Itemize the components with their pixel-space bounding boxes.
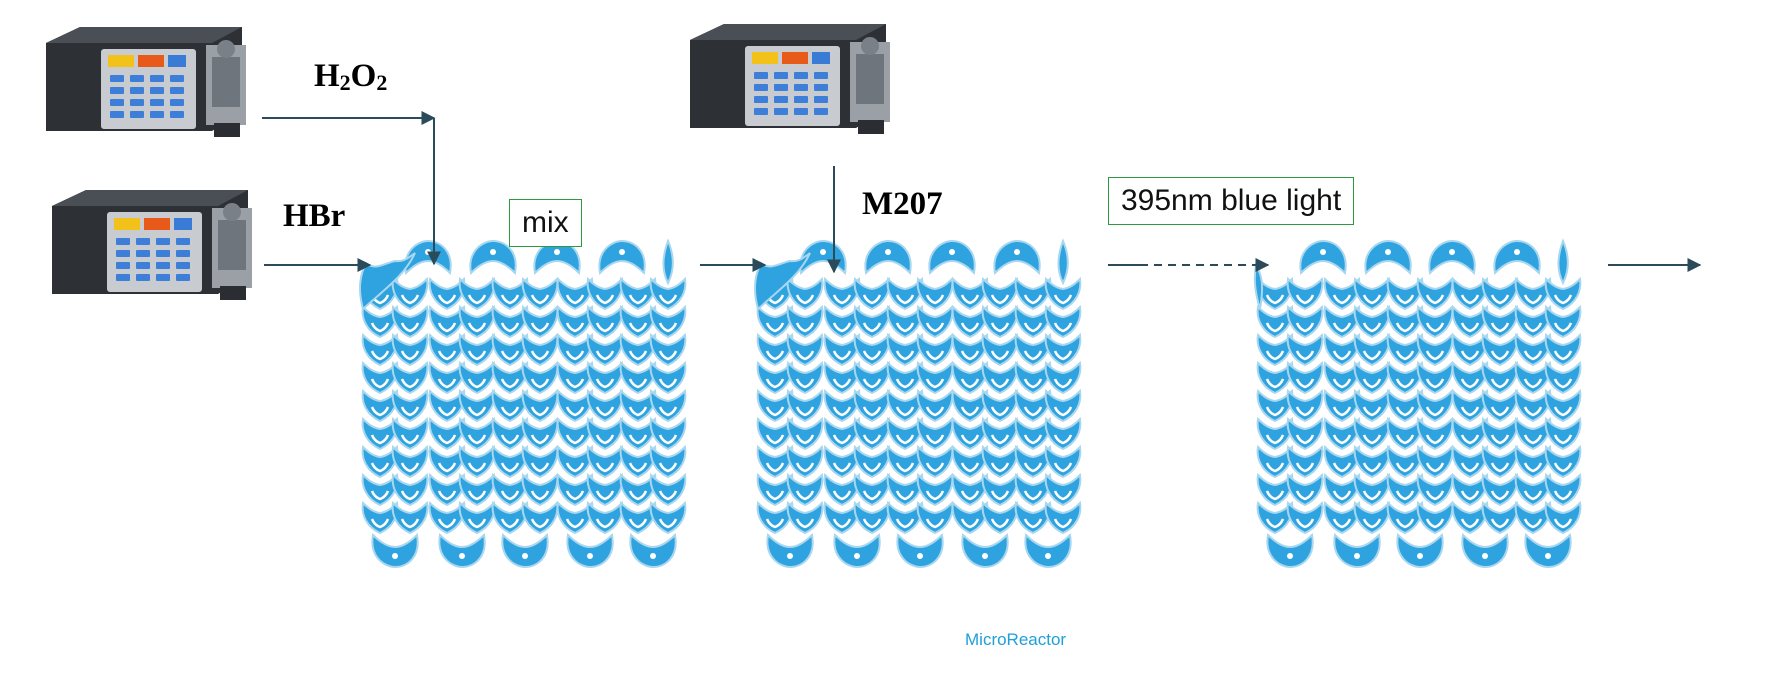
blue-light-label-box: 395nm blue light [1108, 177, 1355, 225]
flow-arrows [262, 111, 1702, 274]
label-h2o2: H2O2 [314, 58, 388, 95]
microreactor-chip-3 [1253, 241, 1581, 567]
label-m207: M207 [862, 186, 943, 222]
mix-label-box: mix [509, 199, 582, 247]
pump-hbr [52, 190, 252, 300]
microreactor-chip-2 [753, 241, 1080, 567]
microreactor-chip-1 [358, 241, 685, 567]
label-hbr: HBr [283, 198, 346, 234]
pump-h2o2 [46, 27, 246, 137]
inlet-junction [358, 252, 416, 311]
pump-m207 [690, 24, 890, 134]
microreactor-caption: MicroReactor [965, 630, 1067, 649]
